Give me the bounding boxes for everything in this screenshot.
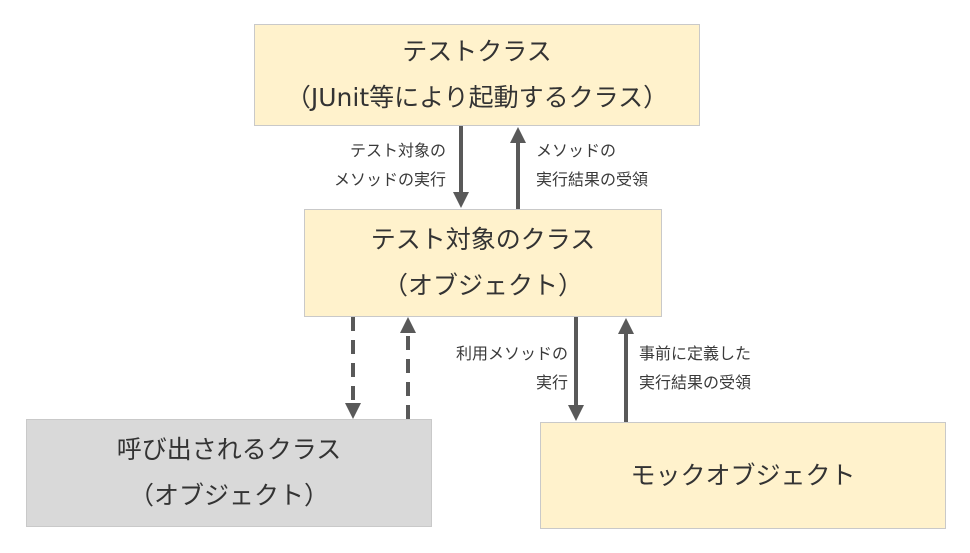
called-class-subtitle: （オブジェクト） (128, 481, 329, 510)
called-class-box: 呼び出されるクラス （オブジェクト） (26, 419, 432, 527)
mock-object-box: モックオブジェクト (540, 422, 946, 529)
label-predefined-result: 事前に定義した 実行結果の受領 (639, 344, 752, 392)
test-class-box: テストクラス （JUnit等により起動するクラス） (254, 24, 700, 126)
target-class-subtitle: （オブジェクト） (382, 271, 583, 300)
test-class-subtitle: （JUnit等により起動するクラス） (285, 83, 669, 112)
test-class-title: テストクラス (402, 37, 552, 66)
target-class-title: テスト対象のクラス (370, 225, 596, 254)
label-execute-target-method: テスト対象の メソッドの実行 (333, 141, 446, 189)
label-receive-result: メソッドの 実行結果の受領 (536, 141, 649, 189)
called-class-title: 呼び出されるクラス (116, 435, 342, 464)
label-execute-used-method: 利用メソッドの 実行 (455, 344, 568, 392)
target-class-box: テスト対象のクラス （オブジェクト） (304, 209, 662, 317)
mock-object-title: モックオブジェクト (630, 460, 856, 490)
